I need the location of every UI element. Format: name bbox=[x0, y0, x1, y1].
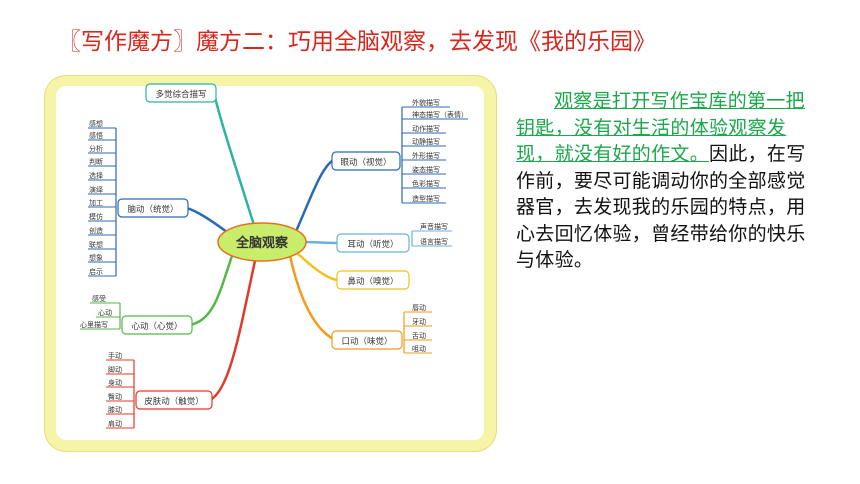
paragraph-rest: 因此，在写作前，要尽可能调动你的全部感觉器官，去发现我的乐园的特点，用心去回忆体… bbox=[516, 143, 806, 271]
node-nose: 鼻动（嗅觉） bbox=[347, 276, 398, 287]
slide-title: 〖写作魔方〗魔方二：巧用全脑观察，去发现《我的乐园》 bbox=[58, 29, 656, 55]
leaf-brain: 演绎 bbox=[89, 185, 103, 194]
node-brain: 脑动（统觉） bbox=[127, 204, 178, 215]
leaf-skin: 身动 bbox=[108, 378, 122, 387]
node-multisense: 多觉综合描写 bbox=[155, 89, 206, 100]
leaf-brain: 创造 bbox=[89, 226, 103, 235]
leaf-eye: 动作描写 bbox=[412, 124, 440, 133]
leaf-skin: 肩动 bbox=[108, 419, 122, 428]
leaf-eye: 色彩描写 bbox=[412, 179, 440, 188]
leaf-eye: 造型描写 bbox=[412, 194, 440, 203]
leaf-ear: 声音描写 bbox=[420, 222, 448, 231]
leaf-brain: 选择 bbox=[89, 171, 103, 180]
leaf-skin: 臀动 bbox=[108, 392, 122, 401]
leaf-skin: 膝动 bbox=[108, 405, 122, 414]
leaf-mouth: 唇动 bbox=[412, 303, 426, 312]
leaf-mouth: 舌动 bbox=[412, 331, 426, 340]
leaf-ear: 语言描写 bbox=[420, 237, 448, 246]
leaf-brain: 加工 bbox=[89, 198, 103, 207]
leaf-brain: 判断 bbox=[89, 157, 103, 166]
leaf-eye: 动静描写 bbox=[412, 137, 440, 146]
leaf-brain: 感想 bbox=[89, 119, 103, 128]
leaf-brain: 分析 bbox=[89, 144, 103, 153]
leaf-eye: 神态描写（表情） bbox=[412, 110, 468, 119]
leaf-brain: 联想 bbox=[89, 240, 103, 249]
node-eye: 眼动（视觉） bbox=[340, 157, 391, 168]
leaf-heart: 心动 bbox=[98, 308, 112, 317]
center-label: 全脑观察 bbox=[235, 235, 289, 251]
node-skin: 皮肤动（触觉） bbox=[144, 396, 204, 407]
leaf-brain: 感悟 bbox=[89, 131, 103, 140]
mindmap-canvas bbox=[56, 86, 484, 440]
leaf-mouth: 咀动 bbox=[412, 344, 426, 353]
leaf-skin: 手动 bbox=[108, 351, 122, 360]
leaf-eye: 外形描写 bbox=[412, 151, 440, 160]
node-heart: 心动（心觉） bbox=[131, 321, 182, 332]
center-node bbox=[217, 222, 307, 262]
leaf-heart: 感受 bbox=[92, 294, 106, 303]
leaf-brain: 启示 bbox=[89, 267, 103, 276]
leaf-eye: 外貌描写 bbox=[412, 98, 440, 107]
node-mouth: 口动（味觉） bbox=[341, 336, 392, 347]
leaf-mouth: 牙动 bbox=[412, 317, 426, 326]
body-paragraph: 观察是打开写作宝库的第一把钥匙，没有对生活的体验观察发现，就没有好的作文。因此，… bbox=[516, 88, 816, 274]
node-ear: 耳动（听觉） bbox=[347, 239, 398, 250]
leaf-heart: 心里描写 bbox=[80, 320, 108, 329]
leaf-skin: 脚动 bbox=[108, 365, 122, 374]
paragraph-highlight: 观察是打开写作宝库的第一把钥匙，没有对生活的体验观察发现，就没有好的作文。 bbox=[516, 90, 805, 165]
leaf-brain: 想象 bbox=[89, 253, 103, 262]
leaf-eye: 姿态描写 bbox=[412, 165, 440, 174]
leaf-brain: 模仿 bbox=[89, 212, 103, 221]
